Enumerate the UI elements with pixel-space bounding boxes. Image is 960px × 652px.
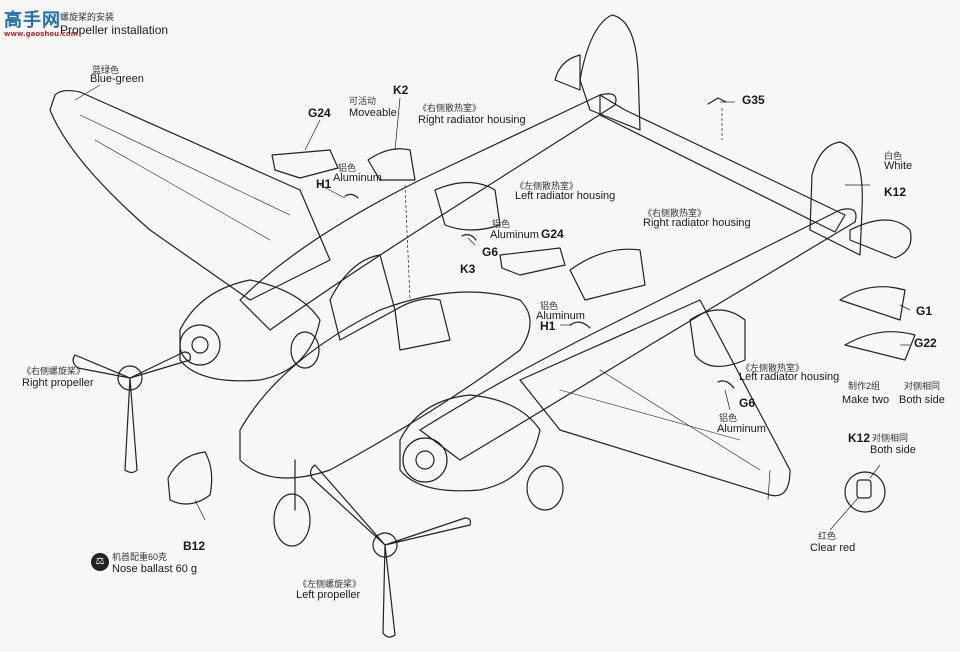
logo-url: www.gaoshou.com <box>4 30 79 38</box>
part-label-k12-tail: K12 <box>884 185 907 199</box>
right-propeller-drawing <box>72 351 191 474</box>
label-moveable-en: Moveable <box>349 107 397 119</box>
part-label-h1-mid: H1 <box>540 319 556 333</box>
label-aluminum-2-cn: 铝色 <box>492 219 511 229</box>
weight-icon: ⚖ <box>91 553 109 571</box>
part-g6-top <box>461 234 477 241</box>
horizontal-stabilizer <box>599 94 846 233</box>
canopy <box>329 254 396 341</box>
label-right-radiator-mid-cn: 《右侧散热室》 <box>643 208 707 218</box>
label-left-radiator-top-cn: 《左侧散热室》 <box>515 181 579 191</box>
part-label-k2: K2 <box>393 83 409 97</box>
label-right-propeller-cn: 《右侧螺旋桨》 <box>22 366 86 376</box>
label-blue-green-cn: 蓝绿色 <box>92 65 120 75</box>
label-left-propeller-en: Left propeller <box>296 589 361 601</box>
label-left-radiator-low-en: Left radiator housing <box>739 371 840 383</box>
upper-vertical-tail <box>579 14 641 131</box>
label-aluminum-3-cn: 铝色 <box>540 301 559 311</box>
part-g35 <box>707 97 727 105</box>
part-g6-low <box>717 380 735 389</box>
right-radiator-housing-top <box>367 148 416 181</box>
label-both-side-2-en: Both side <box>870 444 916 456</box>
label-both-side-2-cn: 对侧相同 <box>872 433 909 443</box>
part-label-g35: G35 <box>742 93 765 107</box>
part-label-g24-top: G24 <box>308 106 331 120</box>
left-radiator-housing-top <box>434 181 501 231</box>
part-label-k12-wing: K12 <box>848 431 871 445</box>
label-nose-ballast-cn: 机首配重60克 <box>112 552 168 562</box>
label-right-radiator-mid-en: Right radiator housing <box>643 217 751 229</box>
label-right-radiator-top-en: Right radiator housing <box>418 114 526 126</box>
part-label-k3: K3 <box>460 262 476 276</box>
part-g24-top <box>271 149 339 179</box>
label-both-side-cn: 对侧相同 <box>904 381 941 391</box>
step-title-cn: 螺旋桨的安装 <box>60 12 115 22</box>
part-label-g24-mid: G24 <box>541 227 564 241</box>
right-radiator-housing-mid <box>569 248 646 301</box>
left-wing <box>49 89 331 301</box>
logo-text: 高手网 <box>4 10 61 31</box>
right-engine-nacelle <box>399 394 541 492</box>
part-label-h1-top: H1 <box>316 177 332 191</box>
part-label-g1: G1 <box>916 304 933 318</box>
light-inset-circle <box>844 471 886 513</box>
left-engine-nacelle <box>179 279 321 382</box>
left-propeller-drawing <box>309 464 472 638</box>
label-aluminum-2-en: Aluminum <box>490 229 539 241</box>
label-aluminum-1-cn: 铝色 <box>338 163 357 173</box>
right-wing <box>519 299 791 497</box>
lower-vertical-tail <box>809 141 863 256</box>
label-white-cn: 白色 <box>884 151 903 161</box>
label-moveable-cn: 可活动 <box>349 96 377 106</box>
label-aluminum-1-en: Aluminum <box>333 172 382 184</box>
label-aluminum-3-en: Aluminum <box>536 310 585 322</box>
watermark-logo: 高手网 www.gaoshou.com <box>4 6 78 38</box>
label-clear-red-cn: 红色 <box>818 531 837 541</box>
part-h1-mid <box>569 321 591 329</box>
part-label-g6-low: G6 <box>739 396 756 410</box>
label-aluminum-4-en: Aluminum <box>717 423 766 435</box>
label-left-radiator-low-cn: 《左侧散热室》 <box>741 363 805 373</box>
step-title-en: Propeller installation <box>60 23 169 37</box>
part-g24-mid <box>499 247 566 276</box>
part-label-b12: B12 <box>183 539 206 553</box>
label-left-propeller-cn: 《左侧螺旋桨》 <box>298 579 362 589</box>
part-label-g22: G22 <box>914 336 937 350</box>
label-blue-green-en: Blue-green <box>90 73 144 85</box>
left-boom <box>239 93 617 331</box>
label-nose-ballast-en: Nose ballast 60 g <box>112 563 197 575</box>
inset-g22 <box>844 331 916 361</box>
nose-cone-b12 <box>167 451 213 505</box>
label-both-side-en: Both side <box>899 394 945 406</box>
label-make-two-cn: 制作2组 <box>848 381 881 391</box>
label-clear-red-en: Clear red <box>810 542 856 554</box>
part-h1-top <box>344 193 359 199</box>
inset-g1 <box>839 286 906 321</box>
part-label-g6-top: G6 <box>482 245 499 259</box>
label-left-radiator-top-en: Left radiator housing <box>515 190 616 202</box>
label-right-propeller-en: Right propeller <box>22 377 94 389</box>
label-right-radiator-top-cn: 《右侧散热室》 <box>418 103 482 113</box>
left-radiator-housing-low <box>689 309 746 367</box>
label-make-two-en: Make two <box>842 394 890 406</box>
right-boom <box>419 208 857 461</box>
label-aluminum-4-cn: 铝色 <box>719 413 738 423</box>
label-white-en: White <box>884 160 913 172</box>
